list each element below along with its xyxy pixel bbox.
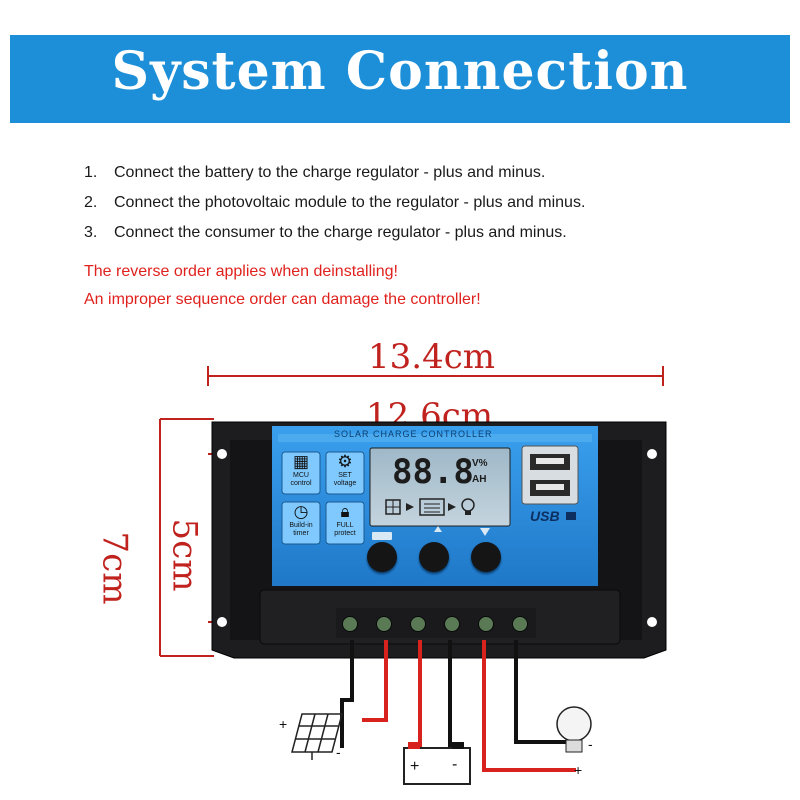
solar-minus-sign: - <box>336 744 341 760</box>
battery-plus-sign: + <box>410 758 420 775</box>
step-number: 1. <box>84 164 98 181</box>
feature-label: voltage <box>333 480 357 487</box>
lock-icon: 🔒︎ <box>340 502 350 521</box>
page-title: System Connection <box>111 41 689 102</box>
lcd-digits: 88.8 <box>392 452 474 492</box>
step-number: 3. <box>84 224 98 241</box>
usb-label: USB <box>530 508 560 524</box>
gear-icon: ⚙ <box>337 452 353 471</box>
lcd-unit-bottom: AH <box>472 474 487 485</box>
solar-plus-sign: + <box>279 716 288 732</box>
down-button[interactable] <box>471 542 501 572</box>
step-text: Connect the battery to the charge regula… <box>114 164 546 181</box>
terminal-screw <box>342 616 358 632</box>
warning-damage: An improper sequence order can damage th… <box>84 291 481 308</box>
menu-button[interactable] <box>367 542 397 572</box>
lcd-unit-top: V% <box>472 458 488 469</box>
title-banner: System Connection <box>10 35 790 123</box>
wiring <box>340 640 576 772</box>
bulb-small-icon <box>461 498 475 515</box>
feature-label: FULL <box>336 522 354 529</box>
instruction-step: 2. Connect the photovoltaic module to the… <box>84 192 585 222</box>
feature-label: control <box>290 480 312 487</box>
feature-mcu: ▦ MCU control <box>282 452 320 494</box>
arrow-icon <box>448 503 456 511</box>
warning-deinstall: The reverse order applies when deinstall… <box>84 263 398 280</box>
feature-label: protect <box>334 530 356 537</box>
control-button-indicators <box>372 526 490 540</box>
terminal-screw <box>444 616 460 632</box>
up-button[interactable] <box>419 542 449 572</box>
feature-protect: 🔒︎ FULL protect <box>326 502 364 544</box>
dimension-height-overall: 7cm <box>94 531 135 605</box>
feature-timer: ◷ Build-in timer <box>282 502 320 544</box>
bulb-minus-sign: - <box>588 736 593 752</box>
bulb-plus-sign: + <box>574 762 583 778</box>
feature-label: timer <box>293 530 309 537</box>
terminal-screw <box>376 616 392 632</box>
arrow-icon <box>406 503 414 511</box>
instruction-step: 1. Connect the battery to the charge regu… <box>84 162 585 192</box>
clock-icon: ◷ <box>293 502 309 521</box>
step-number: 2. <box>84 194 98 211</box>
battery-minus-sign: - <box>452 756 458 773</box>
dimension-height-holes: 5cm <box>164 518 205 592</box>
usb-plug-icon <box>566 512 576 520</box>
battery-small-icon <box>419 498 445 516</box>
terminal-block <box>336 608 536 638</box>
step-text: Connect the photovoltaic module to the r… <box>114 194 586 211</box>
solar-panel-icon <box>291 713 343 760</box>
terminal-screw <box>410 616 426 632</box>
feature-set-voltage: ⚙ SET voltage <box>326 452 364 494</box>
feature-label: MCU <box>293 472 309 479</box>
feature-label: Build-in <box>289 522 313 529</box>
instruction-step: 3. Connect the consumer to the charge reg… <box>84 222 585 252</box>
dimension-width-overall: 13.4cm <box>368 337 495 377</box>
light-bulb-icon <box>556 706 592 753</box>
step-text: Connect the consumer to the charge regul… <box>114 224 567 241</box>
usb-ports <box>521 445 579 505</box>
terminal-screw <box>478 616 494 632</box>
feature-label: SET <box>338 472 352 479</box>
terminal-screw <box>512 616 528 632</box>
solar-panel-small-icon <box>385 499 401 515</box>
instruction-list: 1. Connect the battery to the charge regu… <box>84 162 585 252</box>
chip-icon: ▦ <box>292 452 310 471</box>
faceplate-label: SOLAR CHARGE CONTROLLER <box>334 429 493 439</box>
